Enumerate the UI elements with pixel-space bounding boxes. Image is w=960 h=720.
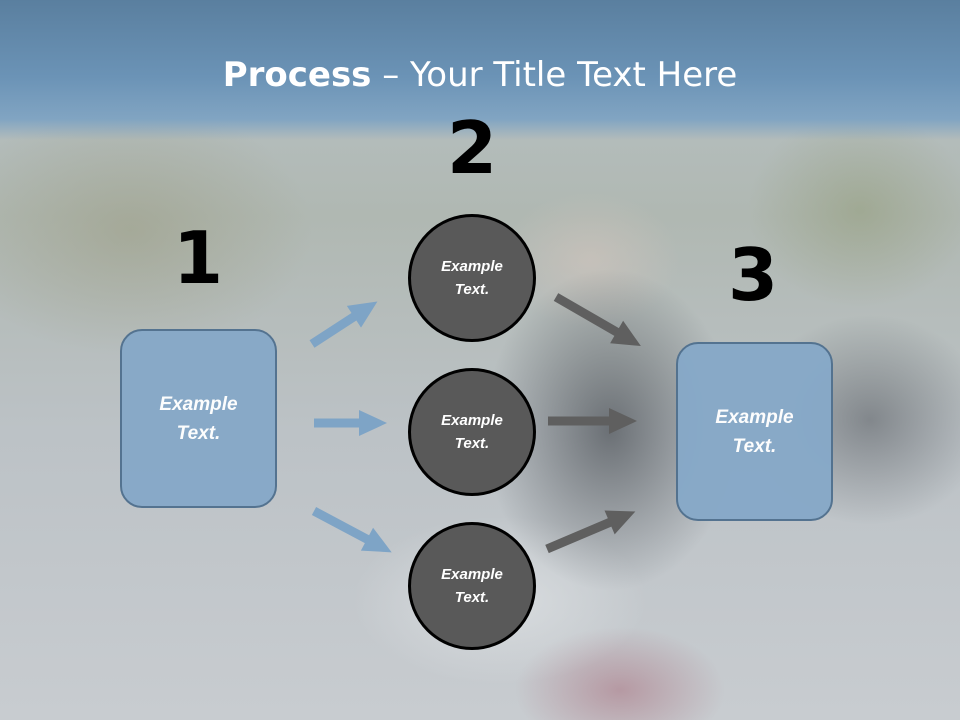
arrow-left-up	[309, 301, 378, 348]
step-3-box[interactable]: Example Text.	[676, 342, 833, 521]
arrow-right-down	[553, 293, 641, 346]
circle-bottom-text-line1: Example	[441, 566, 503, 583]
circle-middle-text-line2: Text.	[454, 435, 490, 452]
step-number-2: 2	[446, 106, 498, 190]
circle-middle-text: Example Text.	[441, 409, 503, 455]
circle-top-text-line1: Example	[441, 258, 503, 275]
step-number-3: 3	[727, 233, 779, 317]
slide-title-bold: Process	[222, 55, 372, 95]
title-band	[0, 0, 960, 140]
step-3-text-line1: Example	[715, 406, 794, 428]
step-2-circle-middle[interactable]: Example Text.	[408, 368, 536, 496]
slide-title-rest: – Your Title Text Here	[371, 55, 738, 95]
step-2-circle-bottom[interactable]: Example Text.	[408, 522, 536, 650]
arrow-left-down	[311, 507, 392, 553]
circle-middle-text-line1: Example	[441, 412, 503, 429]
circle-bottom-text-line2: Text.	[454, 589, 490, 606]
arrow-right-up	[545, 510, 636, 554]
step-3-text: Example Text.	[715, 403, 793, 461]
arrow-left-middle	[314, 410, 387, 436]
slide-title: Process – Your Title Text Here	[0, 52, 960, 98]
circle-top-text-line2: Text.	[454, 281, 490, 298]
step-number-1: 1	[172, 216, 224, 300]
step-1-text-line2: Text.	[176, 422, 221, 444]
arrow-right-middle	[548, 408, 637, 434]
circle-bottom-text: Example Text.	[441, 563, 503, 609]
step-1-text: Example Text.	[159, 390, 237, 448]
circle-top-text: Example Text.	[441, 255, 503, 301]
step-1-text-line1: Example	[159, 393, 238, 415]
step-1-box[interactable]: Example Text.	[120, 329, 277, 508]
step-2-circle-top[interactable]: Example Text.	[408, 214, 536, 342]
step-3-text-line2: Text.	[732, 435, 777, 457]
